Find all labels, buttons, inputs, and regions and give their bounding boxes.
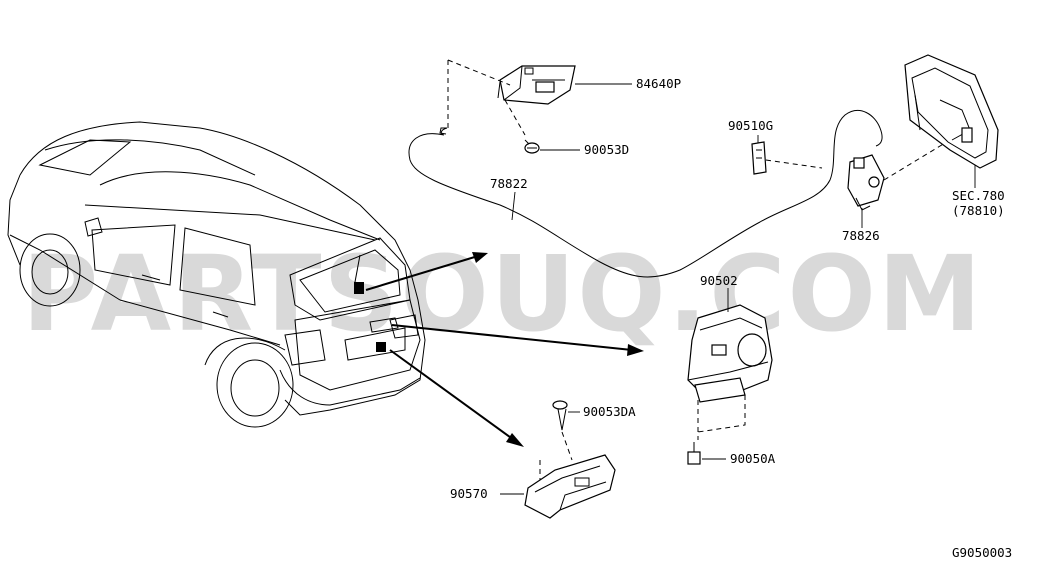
cable-icon — [408, 110, 883, 278]
car-illustration — [7, 121, 426, 428]
latch-bracket-icon — [497, 65, 576, 105]
car-latch-marker — [354, 282, 364, 294]
label-90053DA: 90053DA — [583, 404, 636, 419]
bolt-icon — [687, 442, 701, 465]
label-78810: (78810) — [952, 203, 1005, 218]
label-sec780: SEC.780 — [952, 188, 1005, 203]
label-90502: 90502 — [700, 273, 738, 288]
lock-cover-icon — [524, 454, 616, 519]
label-90570: 90570 — [450, 486, 488, 501]
watermark-text: PARTSOUQ.COM — [22, 233, 983, 355]
label-90050A: 90050A — [730, 451, 776, 466]
cable-guide-icon — [847, 154, 885, 211]
label-78826: 78826 — [842, 228, 880, 243]
lock-actuator-icon — [687, 304, 773, 403]
label-84640P: 84640P — [636, 76, 681, 91]
label-90510G: 90510G — [728, 118, 773, 133]
label-78822: 78822 — [490, 176, 528, 191]
pointer-arrows — [365, 252, 644, 447]
screw-icon-2 — [552, 400, 568, 431]
clip-icon — [751, 141, 767, 175]
car-lock-marker — [376, 342, 386, 352]
label-90053D: 90053D — [584, 142, 629, 157]
screw-icon — [524, 139, 540, 154]
fuel-lid-icon — [904, 54, 999, 169]
diagram-code: G9050003 — [952, 545, 1012, 560]
